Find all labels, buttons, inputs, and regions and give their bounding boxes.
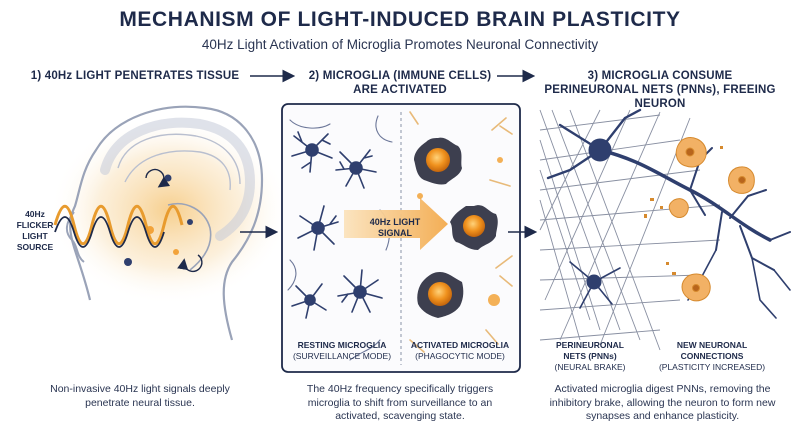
pnn-label: PERINEURONAL NETS (PNNs) (NEURAL BRAKE)	[548, 340, 632, 373]
step-3-heading: 3) MICROGLIA CONSUME PERINEURONAL NETS (…	[544, 70, 776, 110]
activated-microglia-label: ACTIVATED MICROGLIA (PHAGOCYTIC MODE)	[402, 340, 518, 362]
panel-1-caption: Non-invasive 40Hz light signals deeply p…	[50, 383, 230, 409]
step-1-heading: 1) 40Hz LIGHT PENETRATES TISSUE	[30, 70, 240, 82]
light-signal-arrow	[344, 198, 448, 250]
resting-microglia-title: RESTING MICROGLIA	[297, 340, 387, 350]
light-wave-icon	[53, 204, 184, 248]
new-connections-title: NEW NEURONAL CONNECTIONS	[676, 340, 748, 361]
new-connections-subtitle: (PLASTICITY INCREASED)	[658, 362, 766, 372]
new-connections-label: NEW NEURONAL CONNECTIONS (PLASTICITY INC…	[652, 340, 772, 373]
activated-microglia-cells	[409, 111, 513, 353]
panel-2-caption: The 40Hz frequency specifically triggers…	[306, 383, 494, 422]
resting-microglia-label: RESTING MICROGLIA (SURVEILLANCE MODE)	[284, 340, 400, 362]
light-source-label: 40Hz FLICKER LIGHT SOURCE	[16, 209, 54, 252]
freed-neuron	[546, 108, 791, 319]
pnn-title: PERINEURONAL NETS (PNNs)	[555, 340, 624, 361]
page-title: MECHANISM OF LIGHT-INDUCED BRAIN PLASTIC…	[119, 8, 681, 31]
page-subtitle: 40Hz Light Activation of Microglia Promo…	[201, 37, 599, 52]
pnn-subtitle: (NEURAL BRAKE)	[554, 362, 626, 372]
step-2-heading: 2) MICROGLIA (IMMUNE CELLS) ARE ACTIVATE…	[308, 70, 492, 96]
consuming-microglia	[668, 137, 755, 302]
light-signal-label: 40Hz LIGHT SIGNAL	[369, 217, 421, 238]
activated-microglia-title: ACTIVATED MICROGLIA	[410, 340, 510, 350]
resting-microglia-subtitle: (SURVEILLANCE MODE)	[292, 351, 392, 361]
panel-3-caption: Activated microglia digest PNNs, removin…	[549, 383, 776, 422]
digested-fragments	[644, 146, 723, 275]
activated-microglia-subtitle: (PHAGOCYTIC MODE)	[415, 351, 505, 361]
head-illustration	[50, 105, 290, 341]
